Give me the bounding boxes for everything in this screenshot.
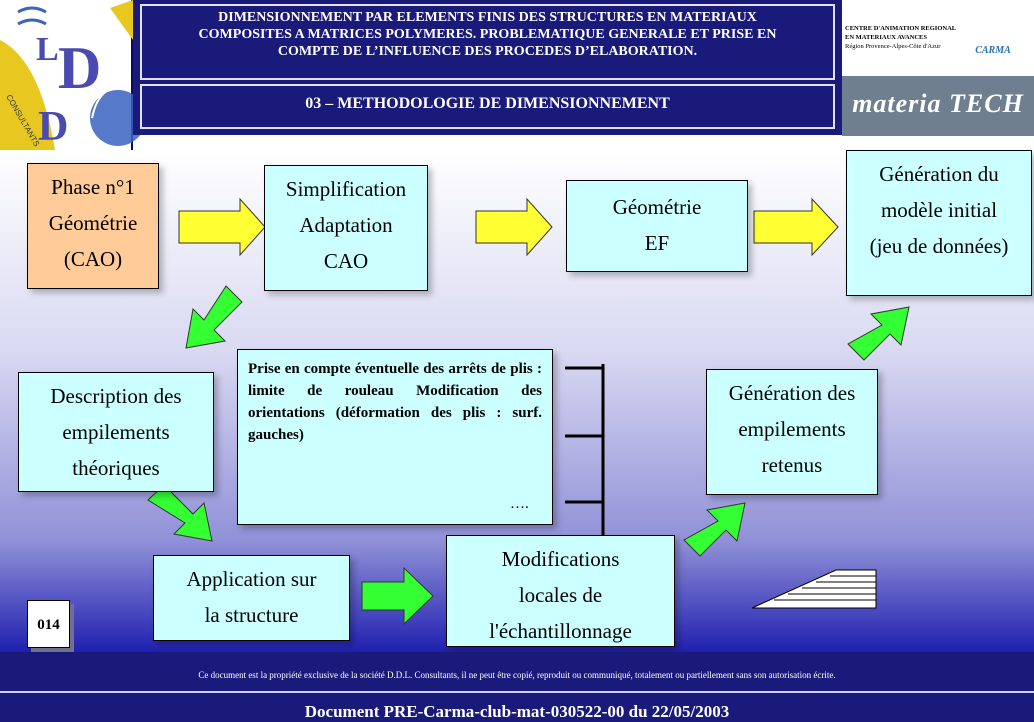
green-arrow-icon: [361, 566, 434, 626]
carma-centre-text: CENTRE D'ANIMATION REGIONAL EN MATERIAUX…: [845, 24, 960, 51]
application-box: Application sur la structure: [153, 555, 350, 641]
box-line: Simplification: [285, 177, 407, 201]
box-line: (jeu de données): [869, 234, 1009, 258]
document-id: Document PRE-Carma-club-mat-030522-00 du…: [304, 702, 730, 721]
box-line: Application sur: [186, 567, 317, 591]
main-title-line: COMPOSITES A MATRICES POLYMERES. PROBLEM…: [198, 27, 777, 42]
carma-centre-line: Région Provence-Alpes-Côte d'Azur: [845, 43, 941, 50]
box-line: (CAO): [63, 247, 123, 271]
ddl-logo: D L D CONSULTANTS: [0, 0, 146, 150]
green-arrow-icon: [847, 306, 910, 361]
title-frame: [140, 4, 835, 80]
box-line: modèle initial: [880, 198, 998, 222]
prise-compte-box: Prise en compte éventuelle des arrêts de…: [237, 349, 553, 525]
carma-centre-line: EN MATERIAUX AVANCES: [845, 34, 927, 41]
section-title-frame: [140, 84, 835, 129]
footer-band: [0, 652, 1034, 722]
ellipsis: ….: [510, 496, 529, 512]
box-line: empilements: [62, 420, 170, 444]
box-line: EF: [644, 231, 670, 255]
footer-divider: [0, 691, 1034, 693]
box-line: l'échantillonnage: [489, 619, 632, 643]
generation-modele-box: Génération du modèle initial (jeu de don…: [846, 150, 1032, 296]
description-box: Description des empilements théoriques: [18, 372, 214, 492]
bracket-icon: [565, 364, 605, 536]
carma-centre-logo: [842, 0, 1034, 76]
box-line: Génération du: [879, 162, 999, 186]
modifications-box: Modifications locales de l'échantillonna…: [446, 535, 675, 647]
yellow-arrow-icon: [475, 197, 553, 257]
main-title-line: COMPTE DE L’INFLUENCE DES PROCEDES D’ELA…: [277, 44, 698, 59]
main-title: DIMENSIONNEMENT PAR ELEMENTS FINIS DES S…: [145, 9, 830, 60]
section-title: 03 – METHODOLOGIE DE DIMENSIONNEMENT: [305, 95, 670, 112]
box-line: Modifications: [501, 547, 620, 571]
simplification-box: Simplification Adaptation CAO: [264, 165, 428, 291]
yellow-arrow-icon: [178, 197, 266, 257]
prise-compte-text: Prise en compte éventuelle des arrêts de…: [248, 361, 542, 443]
copyright-notice: Ce document est la propriété exclusive d…: [198, 670, 836, 680]
green-arrow-icon: [185, 285, 243, 349]
ddl-logo-graphic: D L D CONSULTANTS: [0, 0, 146, 150]
green-arrow-icon: [147, 484, 213, 542]
yellow-arrow-icon: [753, 197, 839, 257]
box-line: la structure: [204, 603, 299, 627]
materiatech-logo: materia TECH: [852, 89, 1024, 118]
box-line: locales de: [518, 583, 603, 607]
box-line: Géométrie: [48, 211, 138, 235]
title-band: [133, 0, 842, 135]
box-line: Génération des: [728, 381, 856, 405]
phase1-box: Phase n°1 Géométrie (CAO): [27, 163, 159, 289]
box-line: Description des: [50, 384, 182, 408]
box-line: retenus: [761, 453, 823, 477]
svg-text:D: D: [58, 35, 101, 101]
box-line: Phase n°1: [51, 175, 135, 199]
stacked-plies-icon: [751, 569, 877, 609]
box-line: théoriques: [72, 456, 160, 480]
green-arrow-icon: [683, 502, 746, 557]
main-title-line: DIMENSIONNEMENT PAR ELEMENTS FINIS DES S…: [218, 10, 757, 25]
box-line: CAO: [323, 249, 369, 273]
slide-number-badge: 014: [27, 600, 70, 648]
materiatech-logo-bg: [842, 76, 1034, 136]
box-line: Adaptation: [299, 213, 393, 237]
svg-text:D: D: [38, 104, 68, 150]
geometrie-ef-box: Géométrie EF: [566, 180, 748, 272]
box-line: empilements: [738, 417, 846, 441]
carma-centre-line: CENTRE D'ANIMATION REGIONAL: [845, 25, 957, 32]
svg-text:L: L: [36, 31, 59, 68]
carma-logo: CARMA: [975, 45, 1011, 56]
box-line: Géométrie: [612, 195, 702, 219]
generation-empilements-box: Génération des empilements retenus: [706, 369, 878, 495]
